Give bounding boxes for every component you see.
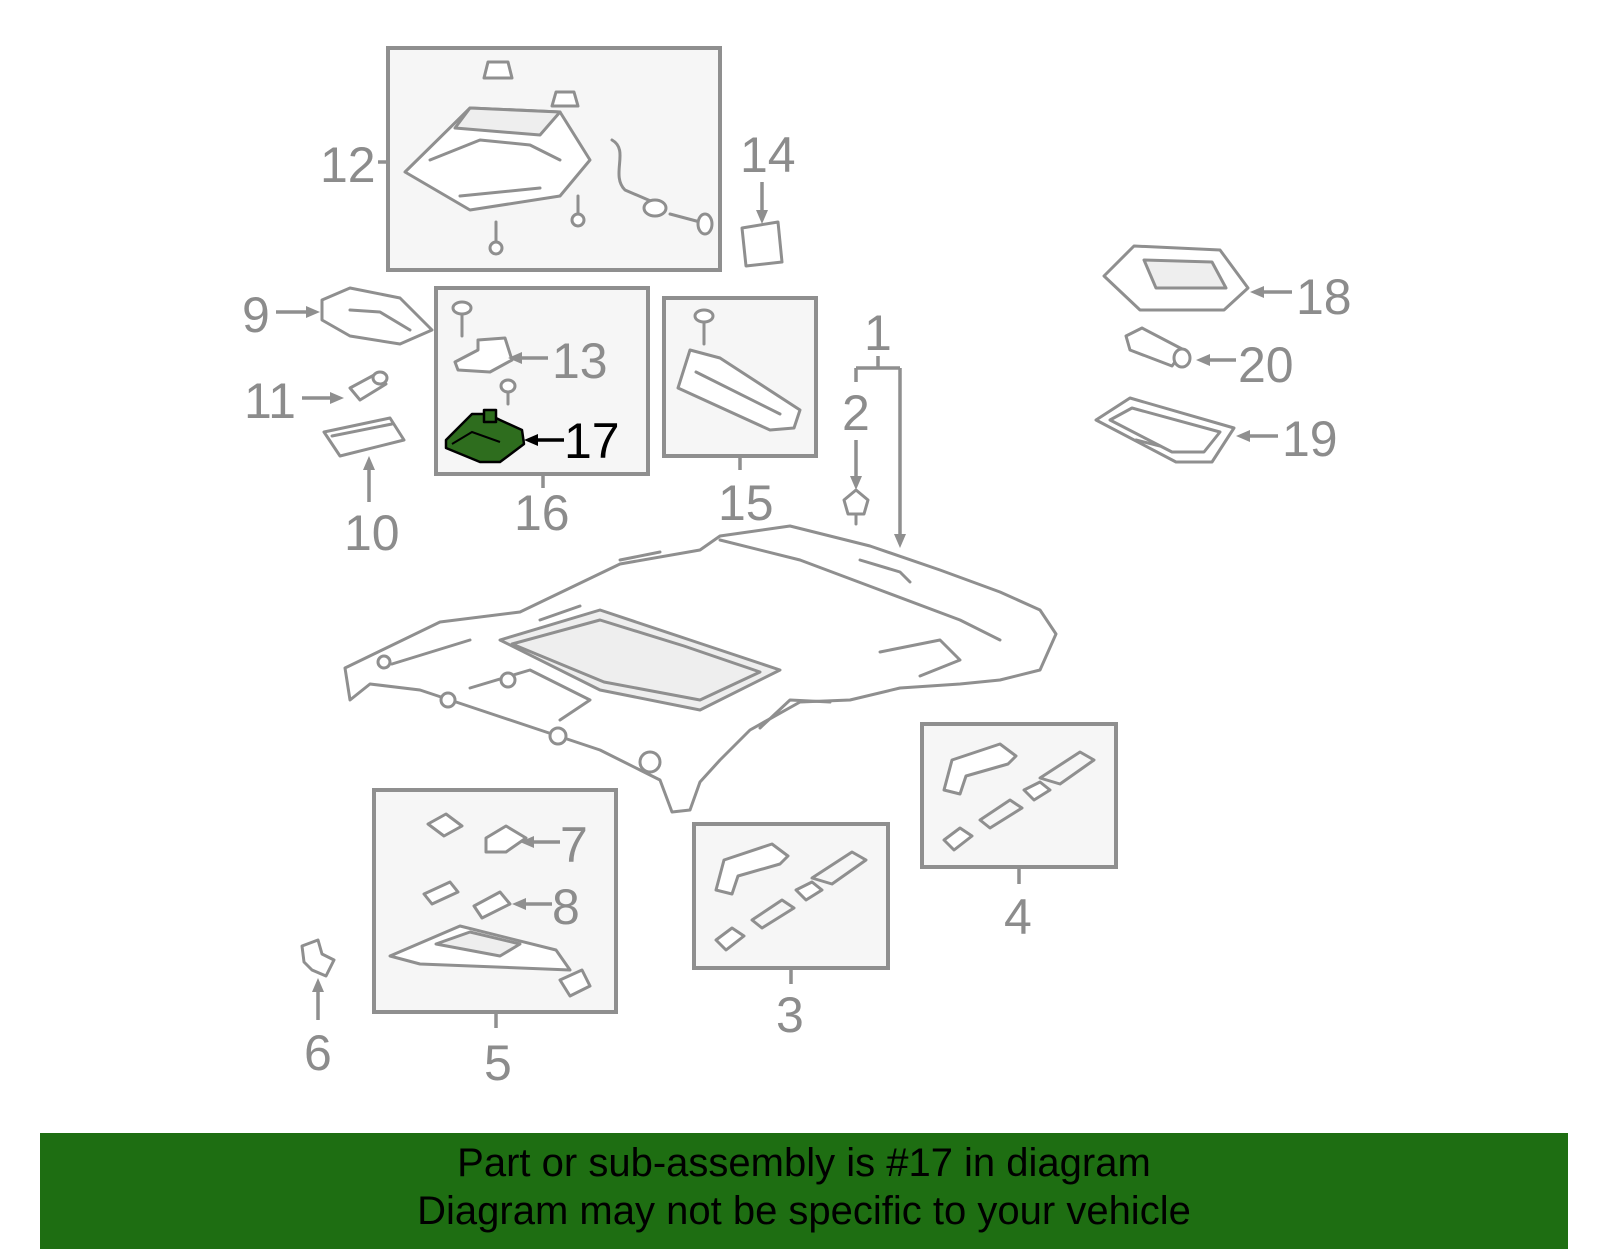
part-group-3: 3 [692,822,890,1043]
part-20: 20 [1124,326,1294,393]
callout-20: 20 [1238,337,1294,393]
callout-4: 4 [1004,889,1032,945]
callout-18: 18 [1296,269,1352,325]
part-9: 9 [242,286,434,346]
part-11: 11 [244,370,389,429]
callout-10: 10 [344,505,400,561]
callout-8: 8 [552,879,580,935]
part-group-5: 7 8 5 [372,788,618,1091]
callout-17: 17 [564,413,620,469]
part-group-12: 12 [320,46,722,272]
callout-11: 11 [244,373,296,429]
part-6: 6 [300,938,336,1081]
info-banner: Part or sub-assembly is #17 in diagram D… [40,1133,1568,1249]
callout-13: 13 [552,333,608,389]
part-18: 18 [1102,244,1352,325]
banner-line-disclaimer: Diagram may not be specific to your vehi… [417,1189,1191,1233]
callouts-1-2: 1 2 [842,305,906,548]
callout-2: 2 [842,385,870,441]
callout-15: 15 [718,475,774,531]
part-1-headliner [343,524,1058,814]
callout-9: 9 [242,287,270,343]
callout-16: 16 [514,485,570,541]
callout-14: 14 [740,127,796,183]
callout-7: 7 [560,817,588,873]
part-group-16: 13 17 16 [434,286,650,541]
part-group-15: 15 [662,296,818,531]
part-10: 10 [322,416,406,561]
banner-line-part-info: Part or sub-assembly is #17 in diagram [457,1141,1151,1185]
callout-6: 6 [304,1025,332,1081]
part-14: 14 [740,127,796,268]
callout-1: 1 [864,305,892,361]
callout-19: 19 [1282,411,1338,467]
part-19: 19 [1094,396,1338,467]
part-17-highlighted[interactable] [444,408,526,464]
callout-12: 12 [320,137,376,193]
callout-3: 3 [776,987,804,1043]
callout-5: 5 [484,1035,512,1091]
part-group-4: 4 [920,722,1118,945]
